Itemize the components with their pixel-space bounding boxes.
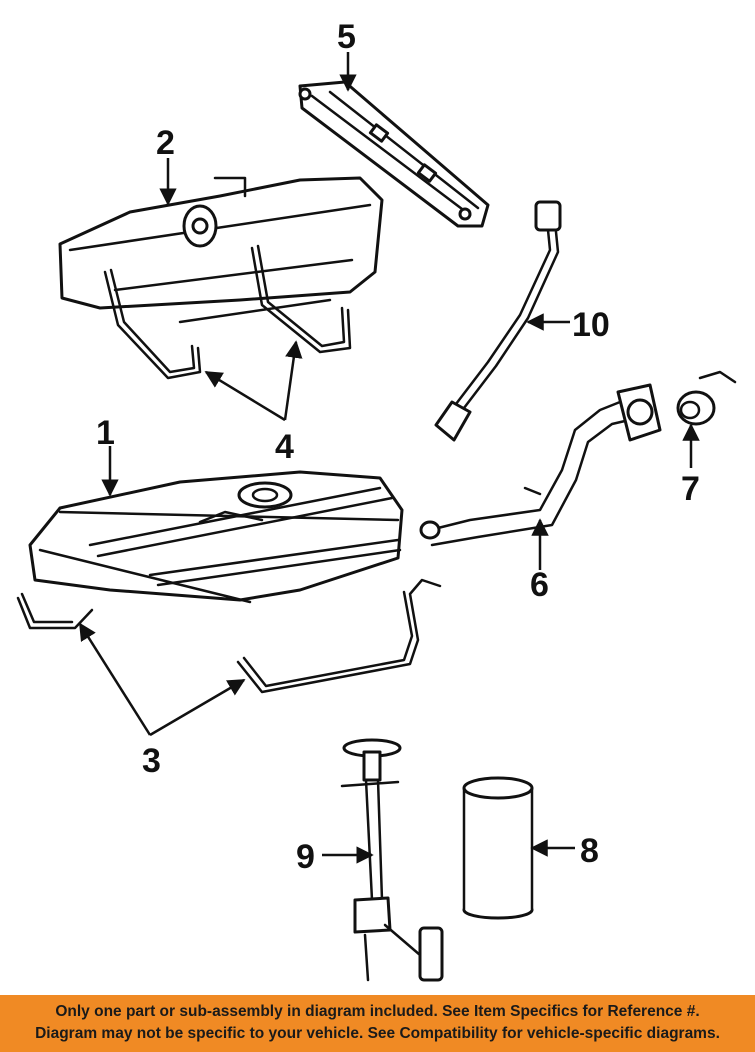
- callout-labels: 1 2 3 4 5 6 7 8 9 10: [96, 18, 700, 876]
- part-8-filter: [462, 776, 534, 920]
- callout-8: 8: [580, 832, 599, 870]
- leader-lines: [78, 52, 700, 864]
- disclaimer-banner: Only one part or sub-assembly in diagram…: [0, 995, 755, 1052]
- callout-1: 1: [96, 414, 115, 452]
- callout-10: 10: [572, 306, 610, 344]
- callout-9: 9: [296, 838, 315, 876]
- part-7-fuel-cap: [676, 370, 737, 426]
- disclaimer-line-1: Only one part or sub-assembly in diagram…: [55, 1003, 700, 1020]
- part-2-upper-tank: [58, 176, 384, 324]
- part-9-sending-unit: [340, 738, 444, 982]
- callout-7: 7: [681, 470, 700, 508]
- callout-5: 5: [337, 18, 356, 56]
- part-4-upper-straps: [103, 244, 352, 380]
- part-3-lower-straps: [16, 578, 442, 694]
- callout-2: 2: [156, 124, 175, 162]
- callout-4: 4: [275, 428, 294, 466]
- part-1-fuel-tank: [28, 470, 404, 604]
- part-6-filler-pipe: [419, 383, 662, 547]
- callout-3: 3: [142, 742, 161, 780]
- callout-6: 6: [530, 566, 549, 604]
- fuel-system-diagram: 1 2 3 4 5 6 7 8 9 10: [16, 18, 737, 982]
- part-10-filler-hose: [434, 200, 562, 442]
- disclaimer-line-2: Diagram may not be specific to your vehi…: [35, 1025, 720, 1042]
